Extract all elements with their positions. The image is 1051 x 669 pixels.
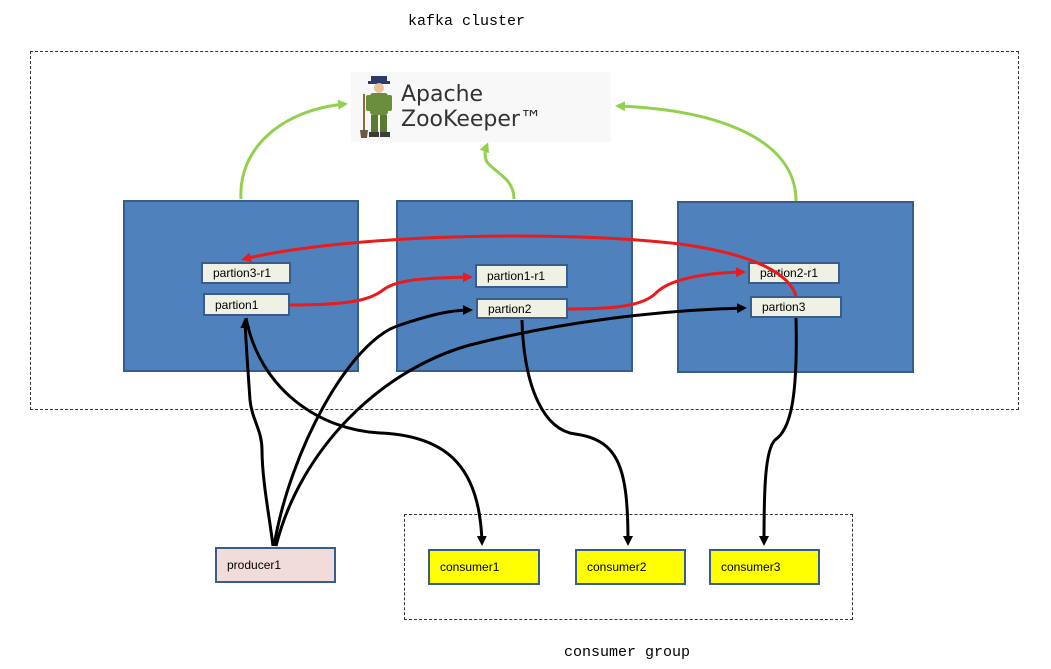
broker-1 <box>123 200 359 372</box>
partition-leader-box: partion1 <box>203 293 290 316</box>
consumer-box: consumer3 <box>709 549 820 585</box>
zookeeper-keeper-icon <box>355 74 397 140</box>
partition-replica-box: partion3-r1 <box>201 262 291 284</box>
partition-leader-box: partion3 <box>750 296 842 318</box>
cluster-title: kafka cluster <box>408 13 526 30</box>
broker-3 <box>677 201 914 373</box>
consumer-box: consumer2 <box>575 549 686 585</box>
consumer-box: consumer1 <box>428 549 540 585</box>
zookeeper-label: Apache ZooKeeper™ <box>401 82 542 132</box>
consumer-group-title: consumer group <box>564 644 691 661</box>
zookeeper-node: Apache ZooKeeper™ <box>351 72 611 142</box>
partition-replica-box: partion1-r1 <box>475 264 568 288</box>
partition-replica-box: partion2-r1 <box>748 262 840 284</box>
producer-box: producer1 <box>215 547 336 583</box>
partition-leader-box: partion2 <box>476 298 568 319</box>
